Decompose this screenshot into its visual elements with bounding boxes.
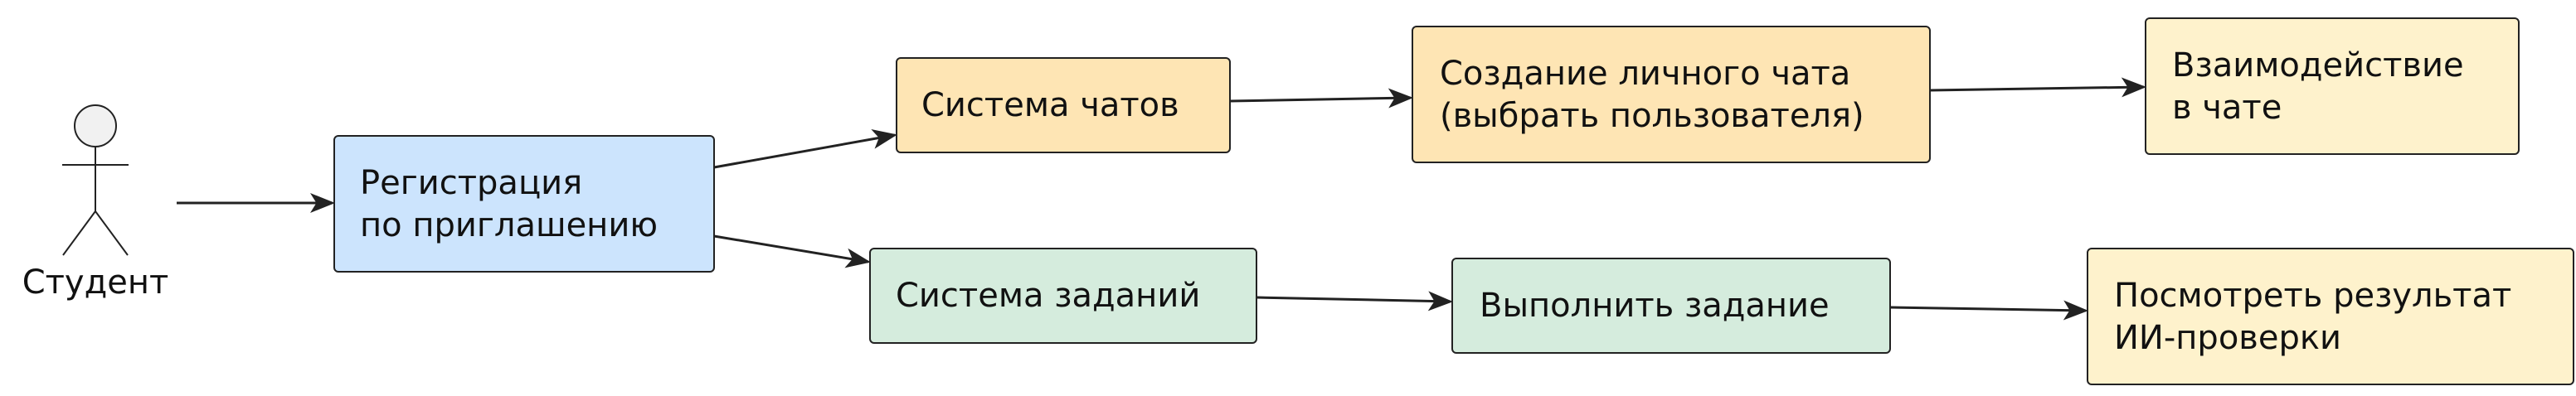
node-chat-interaction-line-1: Взаимодействие: [2172, 46, 2464, 85]
node-chat-system: Система чатов: [896, 57, 1231, 153]
edges: [177, 77, 2146, 321]
node-registration-line-2: по приглашению: [360, 206, 658, 244]
actor-label: Студент: [22, 263, 169, 302]
node-registration-line-1: Регистрация: [360, 164, 582, 202]
edge-do-task-to-view-result: [1889, 300, 2088, 321]
edge-registration-to-task-system: [713, 234, 871, 268]
edge-registration-to-chat-system: [713, 128, 897, 169]
node-chat-system-line-1: Система чатов: [921, 86, 1179, 124]
actor-icon: [62, 104, 129, 256]
node-task-system-line-1: Система заданий: [896, 277, 1200, 315]
node-registration: Регистрация по приглашению: [333, 135, 715, 273]
edge-task-system-to-do-task: [1256, 291, 1453, 311]
node-view-result-line-1: Посмотреть результат: [2114, 277, 2511, 315]
node-do-task: Выполнить задание: [1451, 258, 1891, 354]
actor-student: Студент: [22, 104, 169, 302]
edge-chat-system-to-create-chat: [1229, 88, 1413, 109]
node-create-chat: Создание личного чата (выбрать пользоват…: [1412, 26, 1931, 163]
node-do-task-line-1: Выполнить задание: [1480, 287, 1830, 325]
node-create-chat-line-1: Создание личного чата: [1440, 55, 1850, 93]
node-create-chat-line-2: (выбрать пользователя): [1440, 97, 1864, 135]
node-task-system: Система заданий: [869, 248, 1257, 344]
node-chat-interaction-line-2: в чате: [2172, 89, 2282, 127]
node-view-result-line-2: ИИ-проверки: [2114, 319, 2341, 357]
node-view-result: Посмотреть результат ИИ-проверки: [2087, 248, 2574, 385]
node-chat-interaction: Взаимодействие в чате: [2145, 17, 2520, 155]
edge-create-chat-to-interaction: [1929, 77, 2146, 98]
